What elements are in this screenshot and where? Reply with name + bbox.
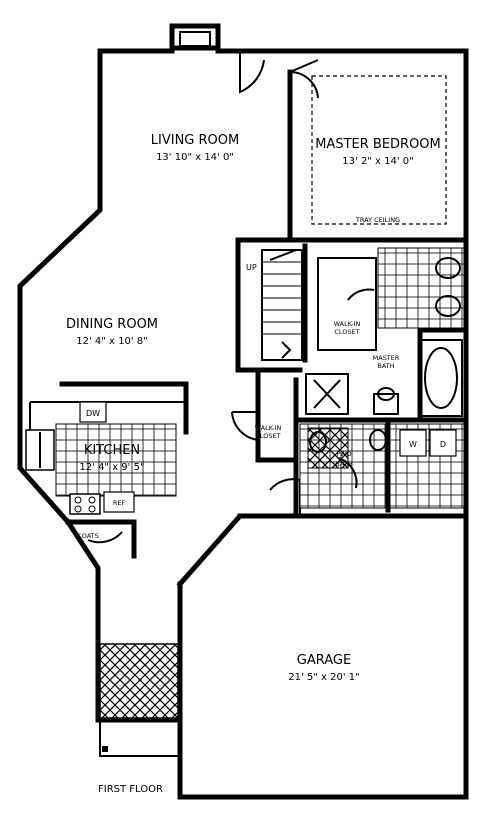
dining-room-dims: 12' 4" x 10' 8": [76, 336, 148, 347]
master-bath-tile: [377, 247, 465, 329]
refrigerator-label: REF: [113, 499, 126, 507]
kitchen-tile: [55, 423, 177, 497]
master-bath-label-2: BATH: [377, 362, 394, 370]
bathtub: [419, 339, 463, 417]
dining-room-label: DINING ROOM: [66, 317, 158, 332]
hall-closet-label-1: WALK-IN: [255, 424, 282, 432]
living-room-label: LIVING ROOM: [151, 133, 239, 148]
walkin-closet-label-2: CLOSET: [334, 328, 359, 336]
washer: [399, 429, 427, 457]
tray-ceiling-label: TRAY CEILING: [355, 216, 400, 224]
kitchen-dims: 12' 4" x 9' 5": [79, 462, 144, 473]
hall-closet-label-2: CLOSET: [255, 432, 280, 440]
master-bath-label-1: MASTER: [373, 354, 400, 362]
floor-label: FIRST FLOOR: [98, 784, 163, 795]
living-room-dims: 13' 10" x 14' 0": [156, 152, 234, 163]
powder-bath-label-2: BATH: [335, 460, 352, 468]
powder-sink: [309, 431, 327, 453]
dryer-label: D: [440, 440, 446, 449]
garage-label: GARAGE: [297, 653, 351, 668]
master-bedroom-label: MASTER BEDROOM: [315, 137, 441, 152]
exterior-walls: [17, 23, 469, 800]
tray-ceiling-outline: [311, 75, 447, 225]
toilet: [373, 393, 399, 415]
entry-porch: [99, 643, 179, 719]
staircase: [261, 249, 303, 361]
fireplace: [169, 23, 221, 51]
coats-label: COATS: [77, 532, 99, 540]
walkin-closet-bedroom: [317, 257, 377, 351]
sink-1: [435, 257, 461, 279]
washer-label: W: [409, 440, 417, 449]
dishwasher: [79, 401, 107, 423]
refrigerator: [103, 491, 135, 513]
kitchen-label: KITCHEN: [84, 443, 140, 458]
dishwasher-label: DW: [86, 409, 100, 418]
linen-closet: [305, 373, 349, 415]
garage-dims: 21' 5" x 20' 1": [288, 672, 360, 683]
powder-toilet: [369, 429, 387, 451]
sink-2: [435, 295, 461, 317]
range: [69, 493, 101, 515]
front-stoop: [99, 719, 181, 757]
master-bedroom-dims: 13' 2" x 14' 0": [342, 156, 414, 167]
walkin-closet-label-1: WALK-IN: [334, 320, 361, 328]
powder-bath-label-1: PWD: [336, 450, 351, 458]
dryer: [429, 429, 457, 457]
stairs-up-label: UP: [246, 263, 257, 272]
